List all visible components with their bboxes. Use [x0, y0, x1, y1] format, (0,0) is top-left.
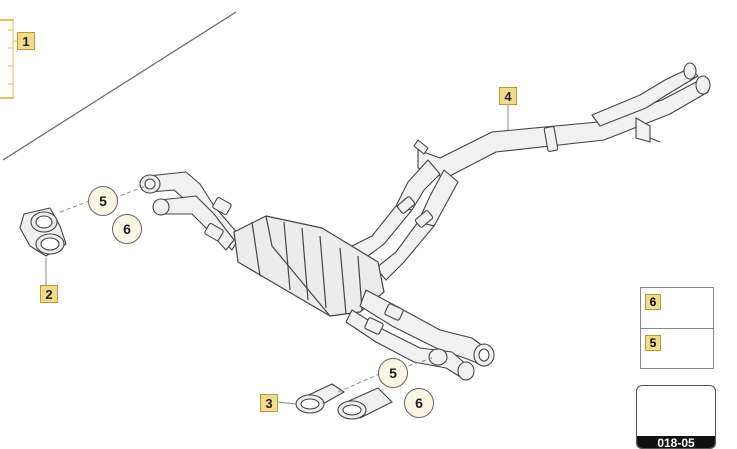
- rear-outlet-pipes: [345, 289, 495, 381]
- left-tailpipe-tips: [19, 207, 67, 257]
- callout-3: 3: [260, 394, 278, 412]
- callout-5-right: 5: [378, 358, 408, 388]
- leader-lines: [59, 185, 433, 393]
- parts-legend-panel: 6 5: [640, 287, 714, 369]
- callout-4: 4: [499, 87, 517, 105]
- front-pipe-assembly: [347, 62, 711, 281]
- next-page-button[interactable]: 018-05: [636, 385, 716, 449]
- page-frame-lines: [0, 11, 237, 161]
- legend-num-5: 5: [645, 335, 661, 351]
- right-tailpipe-tips: [295, 383, 393, 420]
- leader-lines-solid: [45, 104, 509, 405]
- callout-2: 2: [40, 285, 58, 303]
- legend-row-bolt[interactable]: 6: [641, 288, 713, 329]
- legend-row-clamp[interactable]: 5: [641, 329, 713, 369]
- legend-num-6: 6: [645, 294, 661, 310]
- callout-5-left: 5: [88, 186, 118, 216]
- callout-1: 1: [17, 32, 35, 50]
- left-inlet-pipe: [139, 171, 241, 251]
- nav-page-code: 018-05: [637, 436, 715, 448]
- callout-6-left: 6: [112, 214, 142, 244]
- callout-6-right: 6: [404, 388, 434, 418]
